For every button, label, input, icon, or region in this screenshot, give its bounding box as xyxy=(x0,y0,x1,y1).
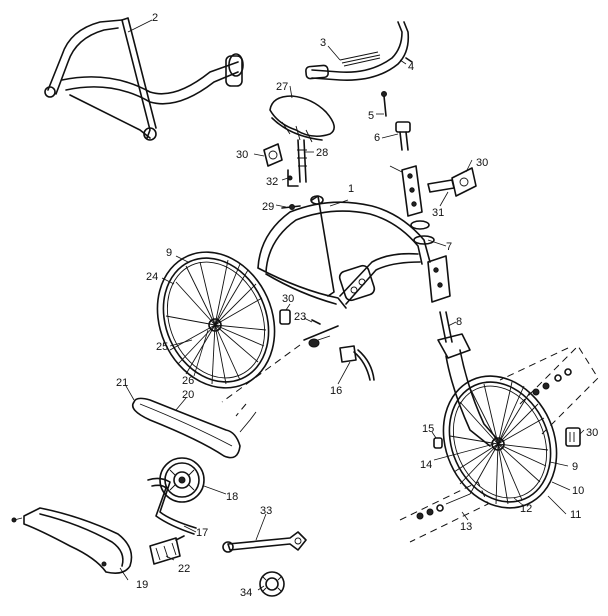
callout-crank-bearing: 23 xyxy=(294,311,306,323)
front-wheel-drawing xyxy=(442,375,558,509)
callout-rear-hub: 26 xyxy=(182,375,194,387)
callout-coaster-arm: 33 xyxy=(260,505,272,517)
callout-front-tube: 11 xyxy=(570,509,581,521)
callout-reflector-bracket: 31 xyxy=(432,207,444,219)
rear-wheel-drawing xyxy=(156,251,276,389)
callout-reflector-head: 30 xyxy=(476,157,488,169)
fork-drawing xyxy=(437,311,499,447)
saddle-drawing xyxy=(269,95,335,143)
callout-bearing-cup: 34 xyxy=(240,587,252,599)
callout-reflector-seat: 30 xyxy=(236,149,248,161)
callout-handlebar: 4 xyxy=(408,61,414,73)
frame-top-drawing xyxy=(44,17,244,141)
callout-rear-tire: 24 xyxy=(146,271,158,283)
reflector-head-drawing xyxy=(427,167,477,197)
callout-pedal: 22 xyxy=(178,563,190,575)
seat-clamp-bolt-drawing xyxy=(281,204,301,210)
axle-nut-drawing xyxy=(433,437,443,449)
pedal-drawing xyxy=(149,535,185,565)
seat-post-drawing xyxy=(297,139,307,183)
callout-crank-arm: 17 xyxy=(196,527,208,539)
callout-seat-clamp: 32 xyxy=(266,176,278,188)
callout-front-tire: 10 xyxy=(572,485,584,497)
leader-lines xyxy=(119,19,585,591)
callout-grip: 3 xyxy=(320,37,326,49)
callout-seat-clamp-bolt: 29 xyxy=(262,201,274,213)
callout-rear-rim: 25 xyxy=(156,341,168,353)
callout-head-bolt: 5 xyxy=(368,110,374,122)
callout-front-axle: 13 xyxy=(460,521,472,533)
callout-frame-top: 2 xyxy=(152,12,158,24)
reflector-seat-drawing xyxy=(263,143,283,167)
kickstand-drawing xyxy=(339,345,375,381)
assembly-lines xyxy=(221,344,569,417)
stem-drawing xyxy=(381,91,411,151)
chain-guard-drawing xyxy=(11,507,133,574)
callout-saddle: 27 xyxy=(276,81,288,93)
callout-chainwheel: 18 xyxy=(226,491,238,503)
reflector-front-drawing xyxy=(565,427,581,447)
callout-chain-guard: 19 xyxy=(136,579,148,591)
callout-rear-wheel: 9 xyxy=(166,247,172,259)
callout-labels: 2 1 3 4 5 6 7 8 9 9 10 11 12 13 14 15 16… xyxy=(116,12,598,599)
callout-seat-post: 28 xyxy=(316,147,328,159)
callout-kickstand: 16 xyxy=(330,385,342,397)
headset-drawing xyxy=(401,165,451,303)
callout-chain: 20 xyxy=(182,389,194,401)
callout-stem: 6 xyxy=(374,132,380,144)
callout-head-set: 7 xyxy=(446,241,452,253)
callout-reflector-rear: 30 xyxy=(282,293,294,305)
rear-axle-assembly xyxy=(519,345,599,437)
callout-front-hub: 14 xyxy=(420,459,432,471)
coaster-arm-drawing xyxy=(222,531,307,553)
crank-bearing-drawing xyxy=(279,309,339,348)
bearing-cup-drawing xyxy=(259,571,285,597)
chain-drawing xyxy=(131,397,257,459)
callout-front-wheel: 9 xyxy=(572,461,578,473)
callout-master-link: 21 xyxy=(116,377,128,389)
frame-main-drawing xyxy=(257,195,431,309)
handlebar-drawing xyxy=(305,21,413,81)
callout-front-rim: 12 xyxy=(520,503,532,515)
callout-reflector-front: 30 xyxy=(586,427,598,439)
callout-axle-nut: 15 xyxy=(422,423,434,435)
callout-fork: 8 xyxy=(456,316,462,328)
crank-arm-drawing xyxy=(147,477,197,535)
seat-clamp-drawing xyxy=(287,169,299,187)
callout-frame-main: 1 xyxy=(348,183,354,195)
front-axle-assembly xyxy=(399,481,489,543)
